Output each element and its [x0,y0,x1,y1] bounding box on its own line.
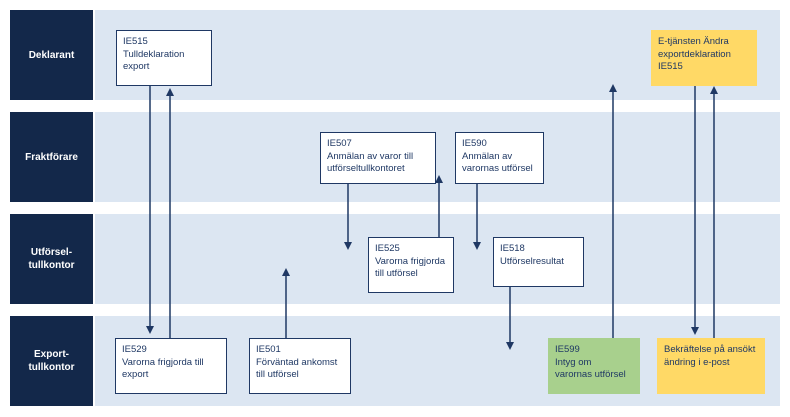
lane-label-fraktforare: Fraktförare [10,112,93,202]
message-box-ie529: IE529 Varorna frigjorda till export [115,338,227,394]
message-code: IE518 [500,243,525,254]
message-code: IE525 [375,243,400,254]
message-box-ie507: IE507 Anmälan av varor till utförseltull… [320,132,436,184]
message-box-ie518: IE518 Utförselresultat [493,237,584,287]
message-text: export [123,61,150,72]
message-box-ie501: IE501 Förväntad ankomst till utförsel [249,338,351,394]
message-text: E-tjänsten Ändra [658,36,729,47]
message-box-ie515: IE515 Tulldeklaration export [116,30,212,86]
bekraftelse-box: Bekräftelse på ansökt ändring i e-post [657,338,765,394]
message-code: IE507 [327,138,352,149]
lane-label-deklarant: Deklarant [10,10,93,100]
message-code: IE590 [462,138,487,149]
message-text: varornas utförsel [462,163,533,174]
message-box-ie599: IE599 Intyg om varornas utförsel [548,338,640,394]
lane-label-text: Export- tullkontor [28,349,75,373]
message-text: exportdeklaration [658,48,731,60]
message-code: IE501 [256,344,281,355]
message-box-ie525: IE525 Varorna frigjorda till utförsel [368,237,454,293]
message-text: export [122,369,149,380]
message-text: ändring i e-post [664,356,730,368]
message-text: Varorna frigjorda [375,255,446,267]
lane-label-utforseltullkontor: Utförsel- tullkontor [10,214,93,304]
message-box-ie590: IE590 Anmälan av varornas utförsel [455,132,544,184]
lane-label-text: Deklarant [28,49,75,61]
lane-label-text: Fraktförare [25,151,78,163]
message-code: IE515 [123,36,148,47]
lane-background-fraktforare [95,112,780,202]
message-text: Varorna frigjorda till [122,356,204,368]
message-text: varornas utförsel [555,369,626,380]
message-text: utförseltullkontoret [327,163,405,174]
message-text: Utförselresultat [500,255,564,267]
message-text: Förväntad ankomst [256,356,338,368]
message-text: IE515 [658,61,683,72]
message-text: till utförsel [256,369,299,380]
message-text: Bekräftelse på ansökt [664,344,756,355]
lane-label-exporttullkontor: Export- tullkontor [10,316,93,406]
message-code: IE529 [122,344,147,355]
message-text: Intyg om [555,356,592,368]
message-text: till utförsel [375,268,418,279]
lane-label-text: Utförsel- tullkontor [28,247,75,271]
message-text: Tulldeklaration [123,48,185,60]
message-text: Anmälan av [462,150,513,162]
etjansten-box: E-tjänsten Ändra exportdeklaration IE515 [651,30,757,86]
message-code: IE599 [555,344,580,355]
message-text: Anmälan av varor till [327,150,414,162]
